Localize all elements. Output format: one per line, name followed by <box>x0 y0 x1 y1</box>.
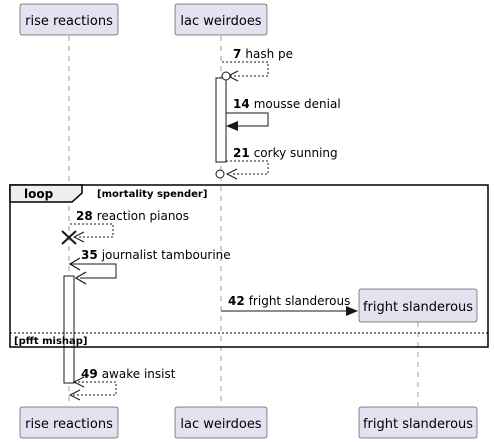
group-else-condition: [pfft mishap] <box>14 336 88 347</box>
message-label: awake insist <box>102 367 176 381</box>
participant-label: lac weirdoes <box>180 14 261 29</box>
group-keyword: loop <box>24 187 54 201</box>
message-label: reaction pianos <box>97 209 189 223</box>
message-28-reaction-pianos: 28 reaction pianos <box>61 209 189 245</box>
message-7-hash-pe: 7 hash pe <box>221 47 293 82</box>
message-number: 7 <box>233 47 241 61</box>
participant-label: fright slanderous <box>363 300 473 315</box>
message-49-awake-insist: 49 awake insist <box>68 367 176 401</box>
participant-fright-slanderous-bottom: fright slanderous <box>358 406 478 439</box>
message-number: 14 <box>233 97 250 111</box>
message-label: mousse denial <box>254 97 341 111</box>
message-number: 49 <box>81 367 98 381</box>
group-condition: [mortality spender] <box>97 189 207 200</box>
message-number: 42 <box>228 294 245 308</box>
message-number: 35 <box>81 248 98 262</box>
participant-label: rise reactions <box>25 14 113 29</box>
participant-label: fright slanderous <box>363 417 473 432</box>
activation-lac-weirdoes <box>215 77 227 163</box>
participant-rise-reactions-top: rise reactions <box>19 3 119 36</box>
participant-fright-slanderous-created: fright slanderous <box>358 288 478 323</box>
message-label: hash pe <box>245 47 293 61</box>
message-42-fright-slanderous: 42 fright slanderous <box>221 294 358 316</box>
message-label: fright slanderous <box>249 294 351 308</box>
message-14-mousse-denial: 14 mousse denial <box>226 97 341 131</box>
participant-label: lac weirdoes <box>180 417 261 432</box>
participant-rise-reactions-bottom: rise reactions <box>19 406 119 439</box>
activation-rise-reactions <box>63 275 75 384</box>
message-21-corky-sunning: 21 corky sunning <box>215 146 338 180</box>
message-number: 21 <box>233 146 250 160</box>
participant-label: rise reactions <box>25 417 113 432</box>
loop-group: loop [mortality spender] [pfft mishap] <box>9 184 489 348</box>
message-label: journalist tambourine <box>101 248 231 262</box>
participant-lac-weirdoes-bottom: lac weirdoes <box>174 406 268 439</box>
participant-lac-weirdoes-top: lac weirdoes <box>174 3 268 36</box>
message-number: 28 <box>76 209 93 223</box>
message-label: corky sunning <box>254 146 338 160</box>
